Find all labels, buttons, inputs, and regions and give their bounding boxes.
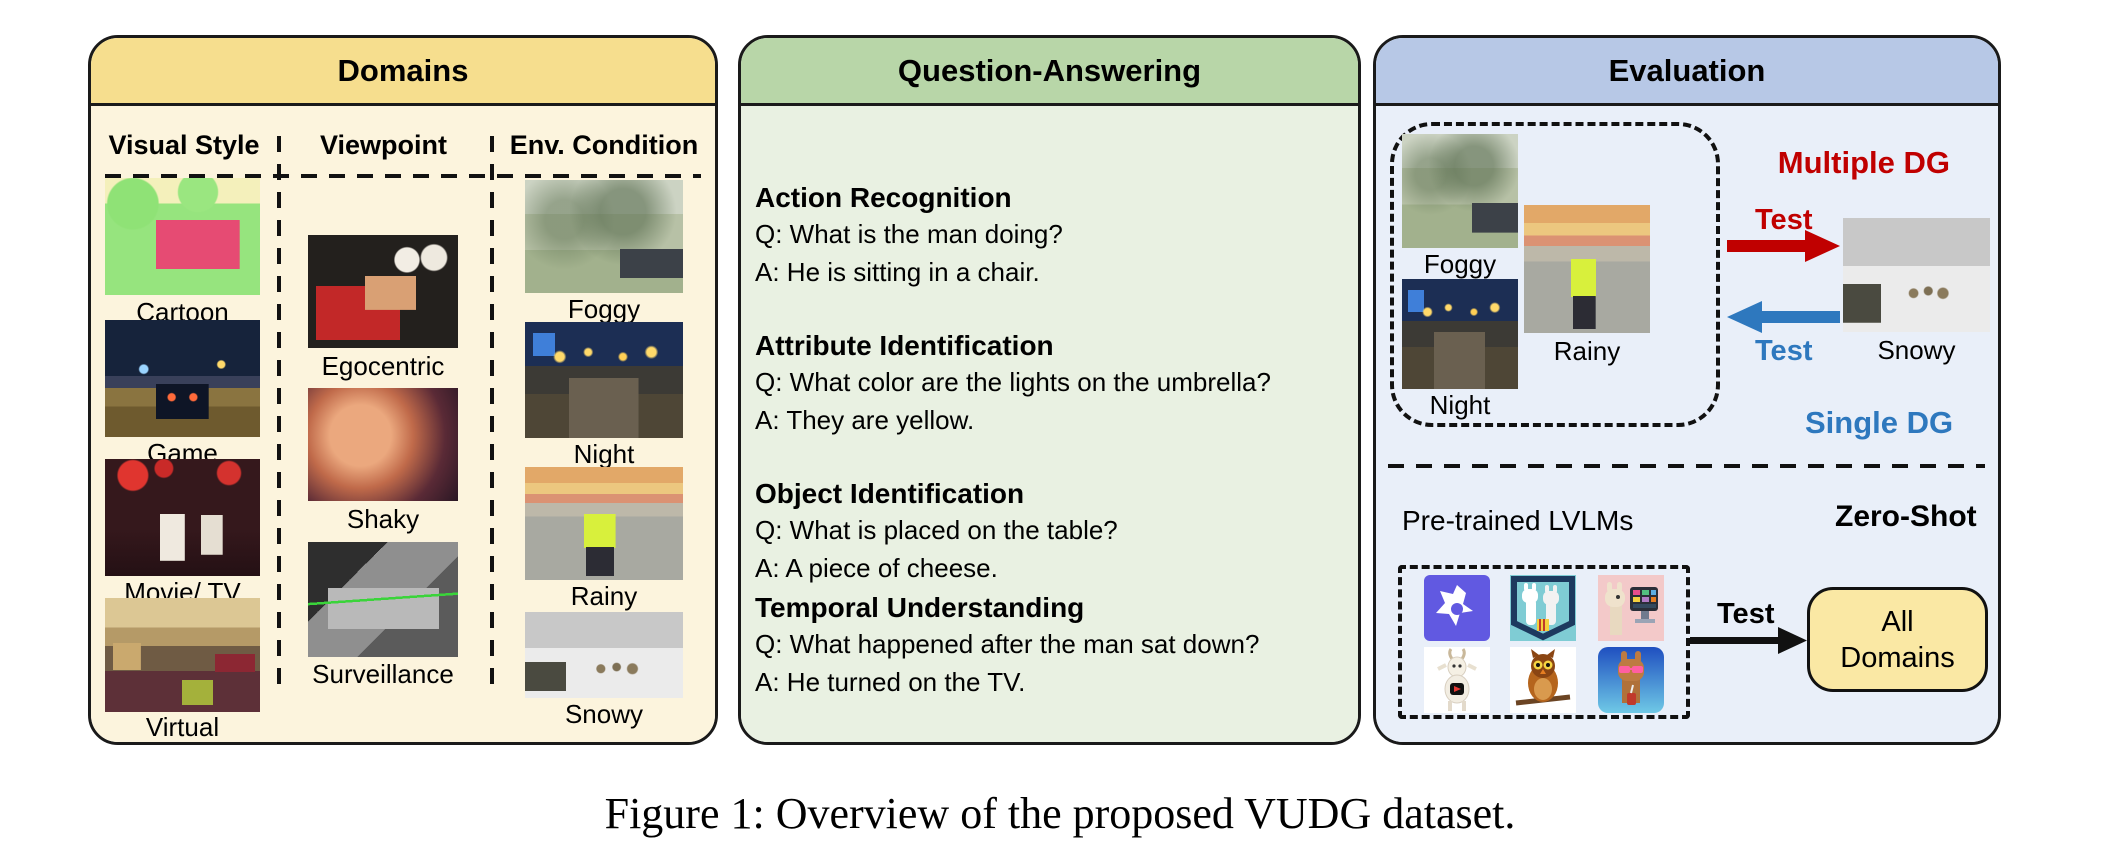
domain-label-egocentric: Egocentric xyxy=(321,351,445,381)
snowy-thumbnail xyxy=(525,612,683,698)
qa-question: Q: What color are the lights on the umbr… xyxy=(755,367,1271,397)
domain-label-virtual: Virtual xyxy=(145,712,220,742)
owl-icon xyxy=(1510,647,1576,713)
test-label-black: Test xyxy=(1717,598,1775,630)
domains-panel: Domains Visual Style Viewpoint Env. Cond… xyxy=(88,35,718,745)
qa-question: Q: What is the man doing? xyxy=(755,219,1063,249)
test-label-red: Test xyxy=(1755,204,1813,236)
qa-heading-action-recognition: Action Recognition xyxy=(755,182,1012,213)
evaluation-section-divider xyxy=(1388,464,1985,468)
eval-label-snowy: Snowy xyxy=(1877,335,1956,365)
domain-label-rainy: Rainy xyxy=(570,581,638,611)
domain-label-snowy: Snowy xyxy=(564,699,644,729)
question-answering-panel: Question-Answering Action Recognition Q:… xyxy=(738,35,1361,745)
evaluation-panel-header: Evaluation xyxy=(1376,38,1998,106)
domain-label-shaky: Shaky xyxy=(346,504,420,534)
pretrained-lvlms-label: Pre-trained LVLMs xyxy=(1402,505,1634,536)
qa-answer: A: He is sitting in a chair. xyxy=(755,257,1040,287)
eval-label-night: Night xyxy=(1429,390,1491,420)
domain-label-surveillance: Surveillance xyxy=(312,659,454,689)
lvlm-icons-group xyxy=(1398,565,1690,719)
eval-label-rainy: Rainy xyxy=(1553,336,1621,366)
evaluation-panel: Evaluation Foggy Night Rainy Multiple DG… xyxy=(1373,35,2001,745)
qa-panel-body: Action Recognition Q: What is the man do… xyxy=(741,106,1358,742)
eval-foggy-thumbnail xyxy=(1402,134,1518,248)
blue-test-arrow xyxy=(1727,301,1840,333)
all-domains-label: All Domains xyxy=(1840,605,1955,674)
black-test-arrow xyxy=(1690,627,1807,654)
test-label-blue: Test xyxy=(1755,335,1813,367)
eval-rainy-thumbnail xyxy=(1524,205,1650,333)
qa-heading-attribute-identification: Attribute Identification xyxy=(755,330,1054,361)
foggy-thumbnail xyxy=(525,180,683,293)
domains-panel-header: Domains xyxy=(91,38,715,106)
qa-answer: A: A piece of cheese. xyxy=(755,553,998,583)
domains-panel-title: Domains xyxy=(337,52,469,88)
domain-label-night: Night xyxy=(573,439,635,469)
evaluation-panel-body: Foggy Night Rainy Multiple DG Test Snowy… xyxy=(1376,106,1998,742)
figure-caption: Figure 1: Overview of the proposed VUDG … xyxy=(604,789,1516,838)
column-header-env-condition: Env. Condition xyxy=(509,130,699,160)
movie-tv-thumbnail xyxy=(105,459,260,576)
purple-logo-icon xyxy=(1424,575,1490,641)
qa-panel-header: Question-Answering xyxy=(741,38,1358,106)
red-test-arrow xyxy=(1727,230,1840,262)
qa-heading-temporal-understanding: Temporal Understanding xyxy=(755,592,1085,623)
domains-panel-body: Visual Style Viewpoint Env. Condition Ca… xyxy=(91,106,715,742)
qa-heading-object-identification: Object Identification xyxy=(755,478,1025,509)
zero-shot-label: Zero-Shot xyxy=(1835,500,1977,533)
shaky-thumbnail xyxy=(308,388,458,501)
qa-answer: A: They are yellow. xyxy=(755,405,975,435)
cartoon-thumbnail xyxy=(105,178,260,295)
qa-answer: A: He turned on the TV. xyxy=(755,667,1026,697)
single-dg-label: Single DG xyxy=(1805,405,1954,440)
rainy-thumbnail xyxy=(525,467,683,580)
goat-icon xyxy=(1424,647,1490,713)
domain-label-foggy: Foggy xyxy=(567,294,641,324)
column-divider-2 xyxy=(490,136,494,696)
egocentric-thumbnail xyxy=(308,235,458,348)
multiple-dg-label: Multiple DG xyxy=(1777,145,1950,180)
all-domains-box: All Domains xyxy=(1807,587,1988,692)
llama-monitor-icon xyxy=(1598,575,1664,641)
night-thumbnail xyxy=(525,322,683,438)
qa-question: Q: What is placed on the table? xyxy=(755,515,1118,545)
source-domains-group: Foggy Night Rainy xyxy=(1390,122,1720,427)
column-header-viewpoint: Viewpoint xyxy=(319,130,447,160)
qa-question: Q: What happened after the man sat down? xyxy=(755,629,1260,659)
header-underline-dashed xyxy=(105,174,701,178)
llama-pair-icon xyxy=(1510,575,1576,641)
column-divider-1 xyxy=(277,136,281,696)
surveillance-thumbnail xyxy=(308,542,458,657)
eval-snowy-thumbnail xyxy=(1843,218,1990,332)
virtual-thumbnail xyxy=(105,598,260,712)
eval-night-thumbnail xyxy=(1402,279,1518,389)
column-header-visual-style: Visual Style xyxy=(108,130,260,160)
evaluation-panel-title: Evaluation xyxy=(1608,52,1766,88)
eval-label-foggy: Foggy xyxy=(1423,249,1497,279)
llama-sunglasses-icon xyxy=(1598,647,1664,713)
qa-panel-title: Question-Answering xyxy=(897,52,1202,88)
game-thumbnail xyxy=(105,320,260,437)
